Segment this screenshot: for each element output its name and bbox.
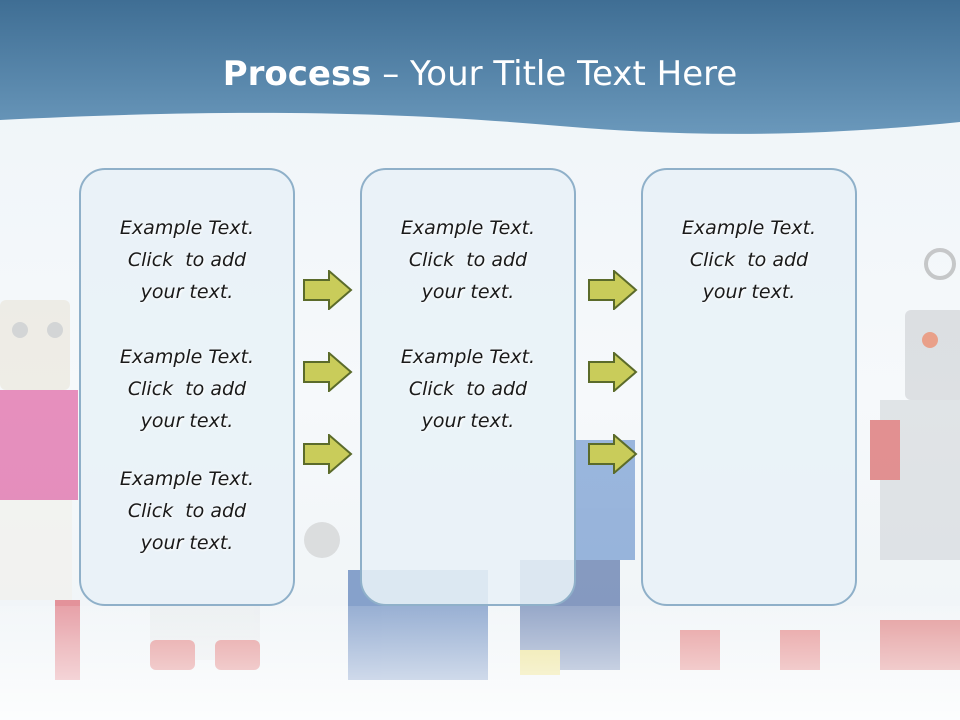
text-line: your text.	[140, 532, 234, 554]
text-line: Example Text.	[119, 217, 255, 239]
process-box-1[interactable]: Example Text. Click to add your text. Ex…	[79, 168, 295, 606]
text-line: Example Text.	[119, 468, 255, 490]
right-arrow-icon[interactable]	[303, 270, 353, 310]
box1-text-3[interactable]: Example Text. Click to add your text.	[81, 463, 293, 559]
text-line: Example Text.	[400, 217, 536, 239]
text-line: your text.	[421, 410, 515, 432]
text-line: Click to add	[127, 500, 247, 522]
process-box-2[interactable]: Example Text. Click to add your text. Ex…	[360, 168, 576, 606]
text-line: Click to add	[408, 378, 528, 400]
box2-text-1[interactable]: Example Text. Click to add your text.	[362, 212, 574, 308]
text-line: Example Text.	[400, 346, 536, 368]
slide-title[interactable]: Process – Your Title Text Here	[0, 54, 960, 94]
text-line: Click to add	[127, 249, 247, 271]
right-arrow-icon[interactable]	[303, 434, 353, 474]
text-line: your text.	[140, 281, 234, 303]
text-line: Click to add	[689, 249, 809, 271]
right-arrow-icon[interactable]	[588, 270, 638, 310]
text-line: Click to add	[127, 378, 247, 400]
floor-reflection	[0, 606, 960, 720]
box1-text-2[interactable]: Example Text. Click to add your text.	[81, 341, 293, 437]
right-arrow-icon[interactable]	[588, 434, 638, 474]
box1-text-1[interactable]: Example Text. Click to add your text.	[81, 212, 293, 308]
process-box-3[interactable]: Example Text. Click to add your text.	[641, 168, 857, 606]
text-line: Example Text.	[681, 217, 817, 239]
box2-text-2[interactable]: Example Text. Click to add your text.	[362, 341, 574, 437]
text-line: your text.	[140, 410, 234, 432]
title-rest: – Your Title Text Here	[371, 54, 738, 94]
text-line: Click to add	[408, 249, 528, 271]
text-line: your text.	[702, 281, 796, 303]
box3-text-1[interactable]: Example Text. Click to add your text.	[643, 212, 855, 308]
text-line: your text.	[421, 281, 515, 303]
title-bold: Process	[222, 54, 372, 94]
right-arrow-icon[interactable]	[588, 352, 638, 392]
right-arrow-icon[interactable]	[303, 352, 353, 392]
text-line: Example Text.	[119, 346, 255, 368]
header-banner	[0, 0, 960, 134]
